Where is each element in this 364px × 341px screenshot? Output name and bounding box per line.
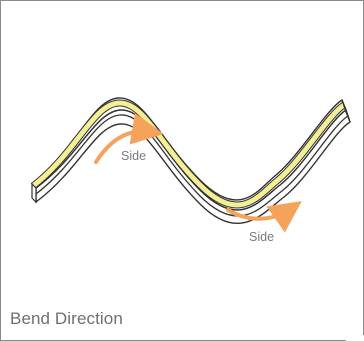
strip-end-cap-right [341,99,351,123]
figure-caption: Bend Direction [10,309,123,328]
strip-end-cap-left [31,182,37,204]
bend-arrow-2 [226,201,302,233]
side-label-1: Side [121,149,146,163]
strip-inner-band [35,114,349,217]
frame-corner-gap [346,335,364,341]
led-stripe [30,99,347,209]
bend-arrow-1 [94,112,164,164]
side-label-2: Side [249,230,274,244]
